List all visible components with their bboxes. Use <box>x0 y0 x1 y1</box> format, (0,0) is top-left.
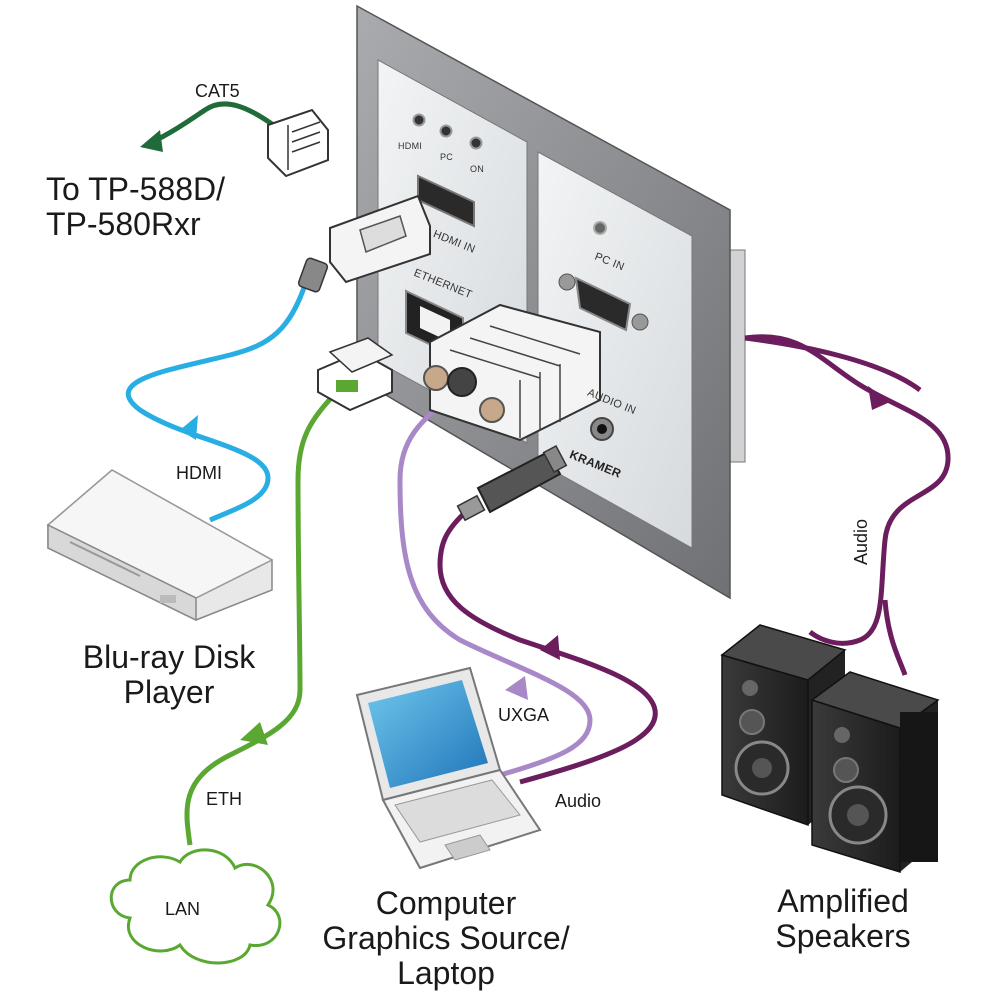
pc-in-port <box>558 221 649 332</box>
bluray-player <box>46 469 274 622</box>
lan-label: LAN <box>165 899 201 919</box>
rj45-plug-cat5 <box>267 108 329 178</box>
eth-cable <box>184 393 336 846</box>
speakers-label-line-2: Speakers <box>775 918 911 955</box>
audio-plug-laptop <box>456 444 568 522</box>
laptop <box>355 666 542 870</box>
bluray-label-line-1: Blu-ray Disk <box>82 639 256 675</box>
laptop-label-line-2: Graphics Source/ <box>322 920 570 957</box>
laptop-label: Computer Graphics Source/ Laptop <box>296 885 596 992</box>
hdmi-plug <box>297 194 431 293</box>
speaker-front <box>810 671 940 874</box>
audio-laptop-label: Audio <box>555 791 602 811</box>
audio-speakers-label: Audio <box>851 518 871 565</box>
speakers-label: Amplified Speakers <box>748 883 938 955</box>
speakers-label-line-1: Amplified <box>777 883 909 919</box>
led-label-pc: PC <box>440 152 454 162</box>
receiver-label-line-2: TP-580Rxr <box>46 206 201 243</box>
lan-cloud <box>109 848 282 965</box>
vga-plug <box>423 303 601 442</box>
hdmi-cable <box>125 281 309 523</box>
uxga-cable <box>397 391 593 778</box>
cat5-label: CAT5 <box>195 81 240 101</box>
audio-cable-laptop <box>437 508 658 785</box>
audio-in-jack <box>590 417 614 441</box>
audio-cable-speakers <box>744 334 951 676</box>
hdmi-in-port <box>417 174 475 228</box>
uxga-cable-label: UXGA <box>498 705 550 725</box>
receiver-label-line-1: To TP-588D/ <box>46 171 226 207</box>
cat5-cable <box>140 101 278 152</box>
laptop-label-line-1: Computer <box>375 885 517 921</box>
led-label-hdmi: HDMI <box>398 141 423 151</box>
hdmi-cable-label: HDMI <box>176 463 222 483</box>
bluray-label-line-2: Player <box>123 674 215 711</box>
bluray-label: Blu-ray Disk Player <box>62 639 276 711</box>
eth-cable-label: ETH <box>206 789 242 809</box>
rj45-plug-eth <box>317 337 394 412</box>
led-indicators <box>412 113 483 150</box>
receiver-label: To TP-588D/ TP-580Rxr <box>46 171 226 243</box>
laptop-label-line-3: Laptop <box>397 955 495 992</box>
led-label-on: ON <box>470 164 485 174</box>
